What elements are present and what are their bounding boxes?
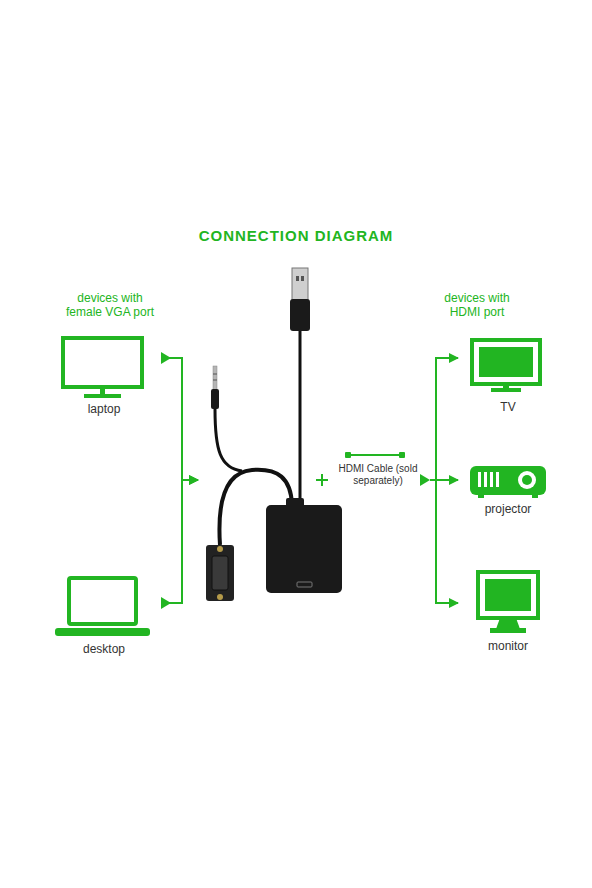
group-heading: devices with HDMI port: [429, 291, 525, 319]
device-node: desktop: [47, 570, 161, 656]
adapter-illustration: [198, 260, 430, 615]
device-node: TV: [458, 335, 558, 414]
diagram-title: CONNECTION DIAGRAM: [0, 227, 592, 244]
projector-icon: [458, 460, 554, 502]
laptop-icon: [47, 570, 157, 642]
group-heading: devices with female VGA port: [62, 291, 158, 319]
device-node: monitor: [458, 565, 558, 653]
device-name: monitor: [458, 639, 558, 653]
monitor-icon: [458, 565, 554, 639]
connector-arrow: [430, 480, 458, 603]
device-name: projector: [458, 502, 558, 516]
device-node: laptop: [47, 330, 161, 416]
device-name: desktop: [47, 642, 161, 656]
connector-arrow: [161, 358, 198, 480]
device-name: laptop: [47, 402, 161, 416]
adapter-node: HDMI Cable (sold separately): [198, 260, 430, 615]
device-node: projector: [458, 460, 558, 516]
connector-arrow: [430, 358, 458, 480]
connector-arrow: [161, 480, 198, 603]
device-name: TV: [458, 400, 558, 414]
cable-note: HDMI Cable (sold separately): [335, 463, 421, 487]
monitor-icon: [47, 330, 157, 402]
tv-icon: [458, 335, 554, 400]
